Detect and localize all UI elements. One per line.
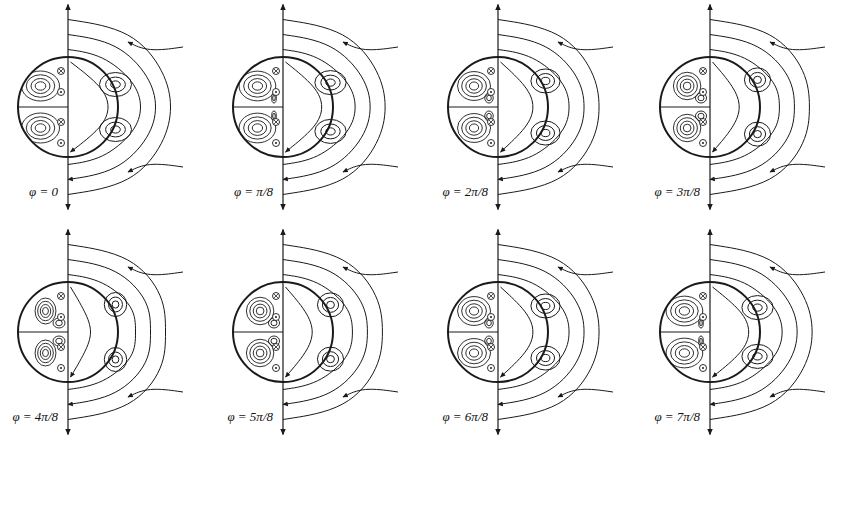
field-panel [233, 230, 398, 435]
sphere-outline [660, 57, 760, 157]
into-page-symbol [273, 68, 280, 75]
sphere-outline [448, 282, 548, 382]
out-of-page-symbol [273, 89, 280, 96]
into-page-symbol [700, 344, 707, 351]
out-of-page-symbol [273, 314, 280, 321]
out-of-page-symbol [488, 314, 495, 321]
out-of-page-symbol [488, 140, 495, 147]
sphere-outline [233, 57, 333, 157]
into-page-symbol [700, 119, 707, 126]
field-panel [18, 230, 183, 435]
field-lines [68, 20, 183, 195]
into-page-symbol [58, 344, 65, 351]
equator-line [18, 332, 68, 333]
phase-label: φ = 0 [27, 185, 60, 199]
phase-label: φ = 6π/8 [440, 410, 490, 424]
into-page-symbol [273, 344, 280, 351]
out-of-page-symbol [700, 365, 707, 372]
out-of-page-symbol [58, 314, 65, 321]
equator-line [448, 332, 498, 333]
equator-line [660, 332, 710, 333]
stream-contours [35, 298, 65, 366]
equator-line [233, 332, 283, 333]
out-of-page-symbol [700, 89, 707, 96]
out-of-page-symbol [273, 140, 280, 147]
field-lines [68, 245, 183, 420]
sphere-outline [18, 57, 118, 157]
into-page-symbol [700, 68, 707, 75]
stream-contours [673, 72, 706, 141]
field-panel [233, 5, 398, 210]
out-of-page-symbol [700, 140, 707, 147]
stream-contours [458, 297, 494, 368]
into-page-symbol [273, 119, 280, 126]
equator-line [18, 107, 68, 108]
phase-label: φ = π/8 [232, 185, 275, 199]
field-panel [660, 230, 825, 435]
equator-line [448, 107, 498, 108]
field-panel [18, 5, 183, 210]
stream-contours [22, 71, 60, 143]
stream-contours [666, 296, 703, 368]
sphere-outline [448, 57, 548, 157]
into-page-symbol [58, 68, 65, 75]
into-page-symbol [58, 293, 65, 300]
phase-label: φ = 4π/8 [10, 410, 60, 424]
into-page-symbol [488, 344, 495, 351]
stream-contours [458, 72, 494, 143]
equator-line [660, 107, 710, 108]
into-page-symbol [700, 293, 707, 300]
out-of-page-symbol [488, 365, 495, 372]
phase-label: φ = 7π/8 [652, 410, 702, 424]
field-lines [498, 20, 613, 195]
into-page-symbol [488, 68, 495, 75]
sphere-outline [233, 282, 333, 382]
field-panel [448, 5, 613, 210]
stream-contours [246, 297, 279, 366]
field-panel [660, 5, 825, 210]
field-lines [710, 245, 825, 420]
field-lines [283, 20, 398, 195]
sphere-outline [660, 282, 760, 382]
out-of-page-symbol [273, 365, 280, 372]
out-of-page-symbol [488, 89, 495, 96]
field-lines [498, 245, 613, 420]
out-of-page-symbol [58, 89, 65, 96]
into-page-symbol [273, 293, 280, 300]
stream-contours [239, 71, 276, 143]
out-of-page-symbol [58, 365, 65, 372]
out-of-page-symbol [700, 314, 707, 321]
sphere-outline [18, 282, 118, 382]
out-of-page-symbol [58, 140, 65, 147]
phase-label: φ = 3π/8 [652, 185, 702, 199]
field-lines [283, 245, 398, 420]
field-panel [448, 230, 613, 435]
field-lines [710, 20, 825, 195]
phase-label: φ = 2π/8 [440, 185, 490, 199]
into-page-symbol [58, 119, 65, 126]
phase-label: φ = 5π/8 [225, 410, 275, 424]
into-page-symbol [488, 293, 495, 300]
equator-line [233, 107, 283, 108]
into-page-symbol [488, 119, 495, 126]
